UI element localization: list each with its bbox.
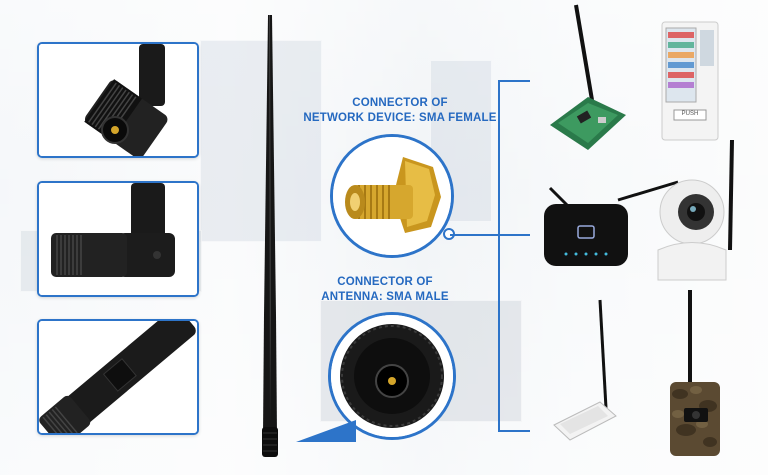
vending-push-label: PUSH	[681, 111, 699, 117]
callout-female-line1: CONNECTOR OF	[352, 97, 448, 109]
thumbnail-antenna-connector-end	[37, 42, 199, 158]
wifi-router	[540, 178, 680, 270]
background-window	[200, 40, 322, 242]
callout-male-line1: CONNECTOR OF	[337, 276, 433, 288]
trail-camera	[666, 290, 726, 460]
device-bracket-vertical	[498, 80, 500, 432]
dipole-antenna	[250, 15, 290, 465]
callout-female-line2: NETWORK DEVICE: SMA FEMALE	[303, 112, 497, 124]
connector-line	[450, 234, 530, 236]
vending-machine: PUSH	[660, 20, 720, 142]
sma-male-connector-image	[328, 312, 456, 440]
callout-pointer-triangle	[296, 420, 356, 442]
callout-female-connector: CONNECTOR OF NETWORK DEVICE: SMA FEMALE	[300, 96, 500, 126]
ip-camera	[652, 139, 740, 285]
pcb-board-with-antenna	[548, 4, 628, 155]
thumbnail-antenna-right-angle	[37, 181, 199, 297]
callout-male-line2: ANTENNA: SMA MALE	[321, 291, 449, 303]
callout-male-connector: CONNECTOR OF ANTENNA: SMA MALE	[310, 275, 460, 305]
device-bracket-top	[498, 80, 530, 82]
usb-wifi-adapter	[550, 299, 620, 445]
thumbnail-antenna-hinge	[37, 319, 199, 435]
sma-female-connector-image	[330, 134, 454, 258]
device-bracket-bottom	[498, 430, 530, 432]
